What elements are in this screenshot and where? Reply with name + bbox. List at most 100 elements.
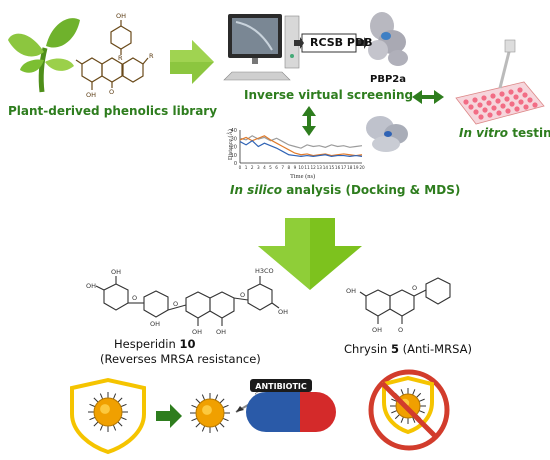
atom-label: OH <box>372 326 382 334</box>
microplate-icon <box>455 39 545 125</box>
plate-well <box>500 103 506 109</box>
chart-x-tick: 0 <box>239 165 242 170</box>
chrysin-structure <box>359 277 451 324</box>
hesperidin-description: (Reverses MRSA resistance) <box>100 352 261 366</box>
bacterium-icon <box>190 393 230 433</box>
arrow-down-icon <box>258 218 362 290</box>
insilico-label: In silico analysis (Docking & MDS) <box>230 183 460 197</box>
chart-x-tick: 10 <box>298 165 304 170</box>
atom-label: OH <box>111 268 121 276</box>
plate-well <box>496 110 502 116</box>
atom-label: O <box>132 294 137 302</box>
plate-well <box>523 104 529 110</box>
plate-well <box>509 101 515 107</box>
chart-x-tick: 8 <box>287 165 290 170</box>
flavone-structure <box>75 57 149 90</box>
chart-y-tick: 40 <box>231 128 237 134</box>
double-arrow-icon <box>412 90 444 104</box>
small-green-arrow-icon <box>156 404 182 428</box>
atom-label: R <box>118 54 123 62</box>
atom-label: OH <box>86 282 96 290</box>
plate-well <box>514 106 520 112</box>
chart-x-tick: 4 <box>263 165 266 170</box>
chart-x-tick: 13 <box>317 165 323 170</box>
chart-series-line <box>239 135 363 157</box>
chart-x-label: Time (ns) <box>290 173 315 180</box>
library-label: Plant-derived phenolics library <box>8 104 218 118</box>
atom-label: R <box>149 52 154 60</box>
atom-label: OH <box>346 287 356 295</box>
atom-label: O <box>109 88 114 96</box>
chart-x-tick: 5 <box>269 165 272 170</box>
chart-x-tick: 1 <box>245 165 248 170</box>
chart-x-tick: 16 <box>335 165 341 170</box>
chrysin-number: 5 <box>390 342 399 356</box>
vertical-double-arrow-icon <box>302 106 316 136</box>
atom-label: OH <box>216 328 226 336</box>
plate-well <box>482 107 488 113</box>
chart-series-line <box>239 139 363 158</box>
phenol-structure <box>110 20 132 55</box>
chart-x-tick: 17 <box>341 165 347 170</box>
plate-well <box>517 87 523 93</box>
plate-well <box>490 93 496 99</box>
invitro-label: In vitro testing <box>459 126 550 140</box>
chart-y-tick: 30 <box>231 136 237 142</box>
chart-x-tick: 11 <box>304 165 310 170</box>
protein-label: PBP2a <box>370 74 406 85</box>
chrysin-name: Chrysin <box>344 342 391 356</box>
antibiotic-capsule-icon: ANTIBIOTIC <box>246 379 336 432</box>
prohibition-slash <box>380 381 438 439</box>
rcsb-pdb-label: RCSB PDB <box>310 36 373 49</box>
invitro-rest: testing <box>512 126 550 140</box>
atom-label: OH <box>116 12 126 20</box>
plate-well <box>463 99 469 105</box>
plate-well <box>491 105 497 111</box>
plate-well <box>505 108 511 114</box>
atom-label: OH <box>86 91 96 99</box>
plate-well <box>522 92 528 98</box>
plate-well <box>518 99 524 105</box>
plate-well <box>513 94 519 100</box>
computer-icon <box>223 14 300 81</box>
chart-x-tick: 20 <box>359 165 365 170</box>
atom-label: H3CO <box>255 267 274 275</box>
plate-well <box>527 97 533 103</box>
chrysin-description: (Anti-MRSA) <box>399 342 472 356</box>
invitro-italic: In vitro <box>459 126 509 140</box>
plate-well <box>468 104 474 110</box>
plate-well <box>472 97 478 103</box>
atom-label: OH <box>192 328 202 336</box>
chart-x-tick: 9 <box>294 165 297 170</box>
chart-x-tick: 14 <box>323 165 329 170</box>
hesperidin-number: 10 <box>179 337 196 351</box>
chart-x-tick: 15 <box>329 165 335 170</box>
hesperidin-name: Hesperidin <box>114 337 180 351</box>
chart-y-tick: 0 <box>234 161 237 167</box>
small-arrow-icon <box>294 37 304 49</box>
plate-well <box>487 112 493 118</box>
plate-well <box>495 98 501 104</box>
chart-series-line <box>239 135 363 149</box>
plate-well <box>473 109 479 115</box>
chart-x-tick: 6 <box>275 165 278 170</box>
plate-well <box>508 89 514 95</box>
plate-well <box>504 96 510 102</box>
atom-label: O <box>412 284 417 292</box>
atom-label: O <box>173 300 178 308</box>
screening-label: Inverse virtual screening <box>244 88 414 102</box>
insilico-rest: analysis (Docking & MDS) <box>282 183 461 197</box>
chrysin-caption: Chrysin 5 (Anti-MRSA) <box>344 342 472 356</box>
arrow-right-icon <box>170 40 214 84</box>
chart-x-tick: 7 <box>281 165 284 170</box>
plate-well <box>532 102 538 108</box>
plate-well <box>478 114 484 120</box>
plate-well <box>486 100 492 106</box>
protein-structure-icon <box>368 12 408 66</box>
atom-label: OH <box>278 308 288 316</box>
insilico-italic: In silico <box>230 183 283 197</box>
chart-x-tick: 18 <box>347 165 353 170</box>
